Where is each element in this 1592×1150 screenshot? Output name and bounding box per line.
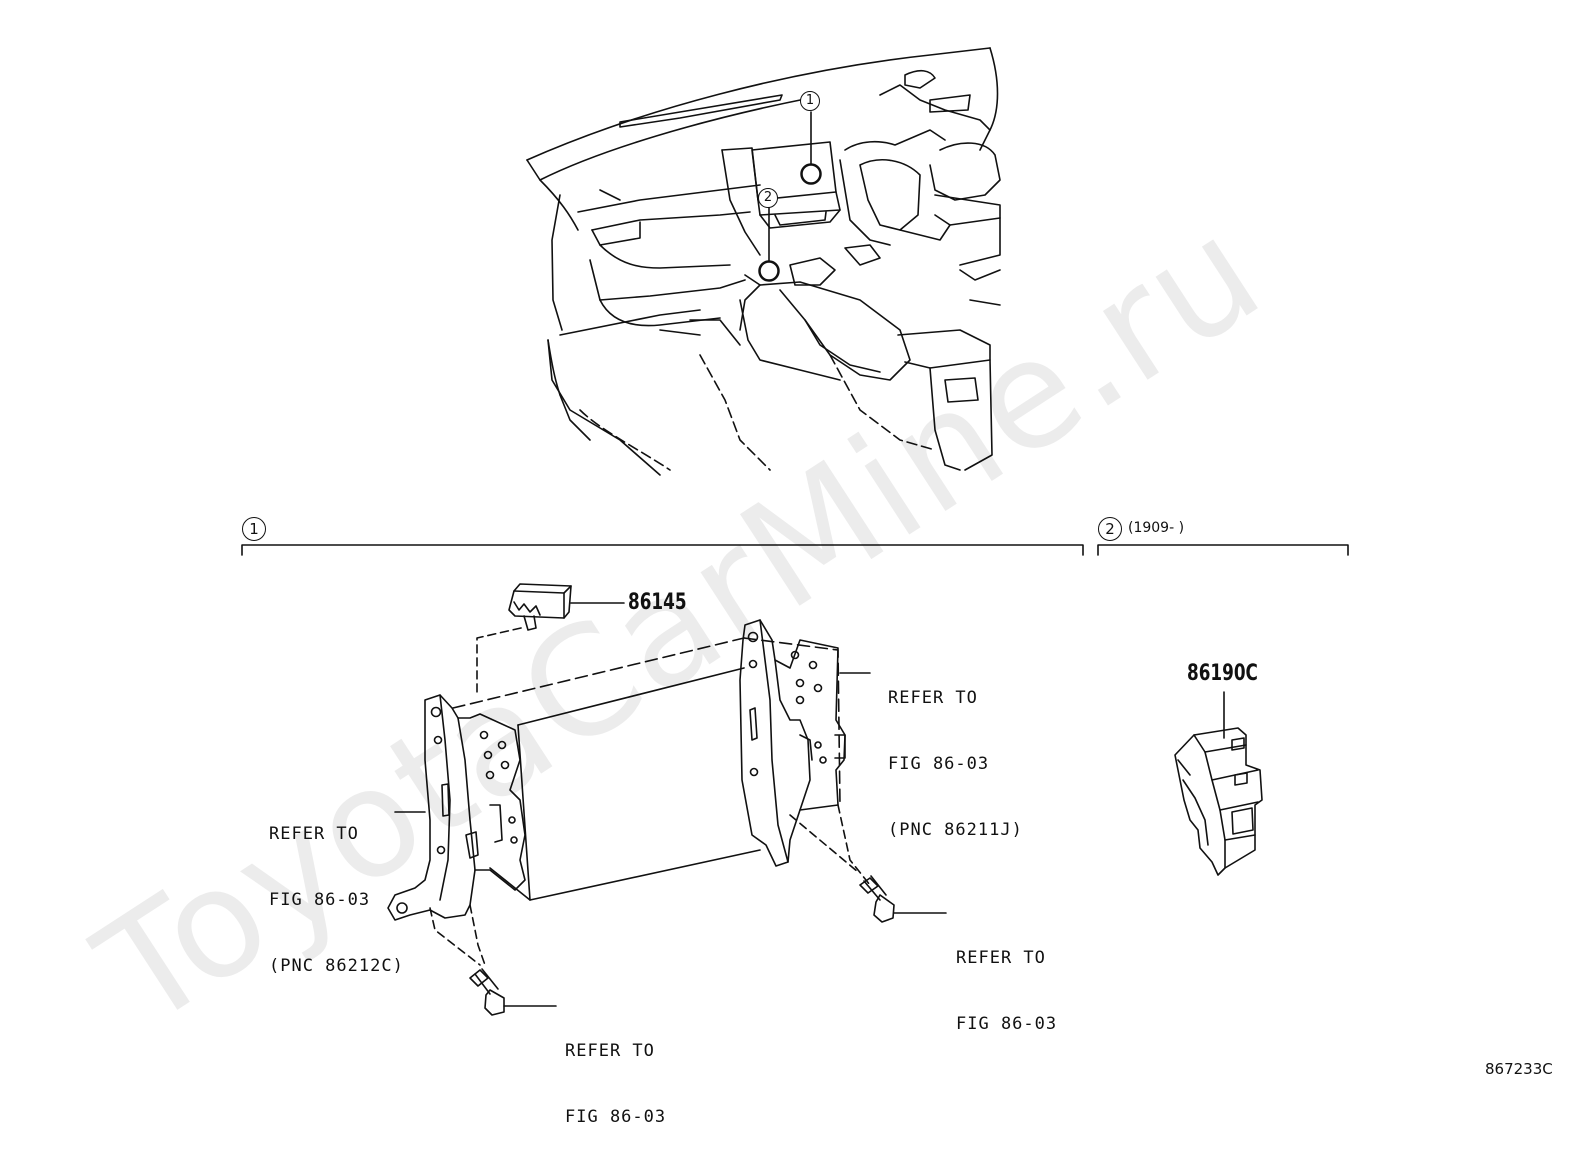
part-number-86190c: 86190C	[1187, 661, 1258, 686]
section-brackets	[241, 544, 1349, 556]
reference-right-bolt: REFER TO FIG 86-03	[956, 903, 1057, 1057]
parts-illustration	[241, 47, 1349, 1016]
callout-2-overview: 2	[758, 188, 778, 208]
section-1-marker: 1	[242, 517, 266, 541]
dashboard-overview	[526, 47, 1001, 476]
reference-line: (PNC 86211J)	[888, 820, 1023, 840]
reference-right-bracket: REFER TO FIG 86-03 (PNC 86211J)	[888, 643, 1023, 863]
switch-86190c	[1174, 691, 1263, 876]
reference-line: REFER TO	[888, 688, 978, 708]
callout-1-overview: 1	[800, 91, 820, 111]
navigation-bracket-assembly	[387, 583, 947, 1016]
reference-line: FIG 86-03	[888, 754, 990, 774]
figure-code: 867233C	[1485, 1060, 1553, 1078]
reference-line: FIG 86-03	[956, 1014, 1058, 1034]
reference-left-bracket: REFER TO FIG 86-03 (PNC 86212C)	[269, 779, 404, 999]
section-2-date-range: (1909- )	[1128, 520, 1185, 536]
section-2-marker: 2	[1098, 517, 1122, 541]
reference-line: REFER TO	[956, 948, 1046, 968]
reference-left-bolt: REFER TO FIG 86-03	[565, 996, 666, 1150]
part-number-86145: 86145	[628, 590, 687, 615]
reference-line: REFER TO	[269, 824, 359, 844]
reference-line: FIG 86-03	[269, 890, 371, 910]
reference-line: REFER TO	[565, 1041, 655, 1061]
reference-line: (PNC 86212C)	[269, 956, 404, 976]
reference-line: FIG 86-03	[565, 1107, 667, 1127]
